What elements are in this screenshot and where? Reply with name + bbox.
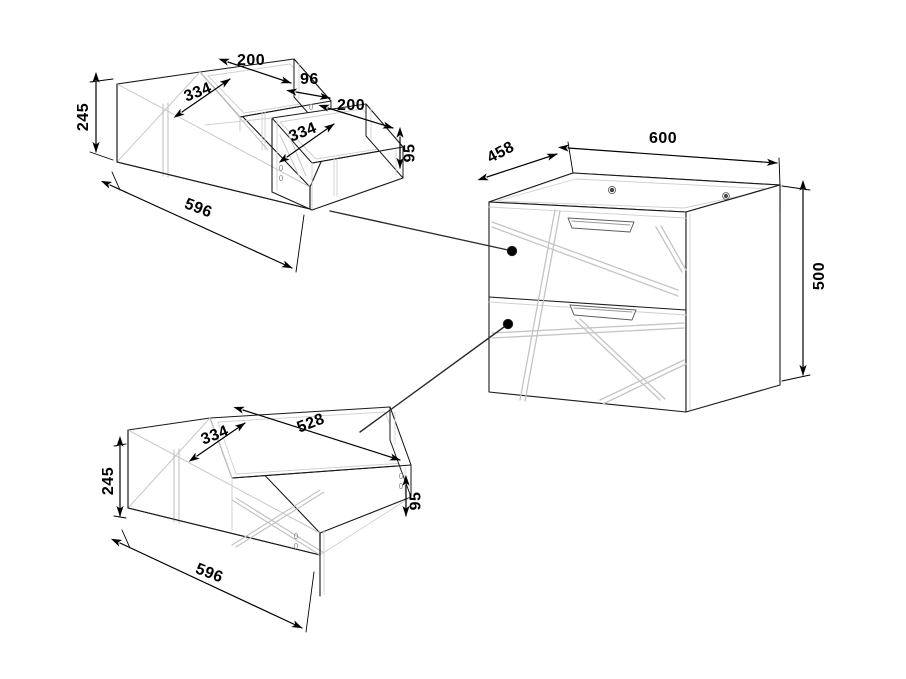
lower-drawer-assembly-geometry	[127, 406, 412, 597]
dim-label-200-upper-a: 200	[237, 52, 266, 69]
dim-label-245-lower: 245	[100, 466, 118, 496]
drawer-handle-upper	[567, 217, 635, 233]
dim-label-200-upper-b: 200	[337, 97, 366, 114]
main-cabinet-geometry	[488, 172, 781, 413]
leader-dot-lower	[502, 318, 514, 330]
leader-dot-upper	[506, 245, 518, 257]
dim-label-500-cabinet: 500	[811, 261, 829, 291]
dim-label-95-lower: 95	[407, 491, 425, 511]
dimension-lines	[89, 58, 811, 633]
dim-label-245-upper: 245	[75, 102, 93, 132]
drawer-handle-lower	[569, 304, 637, 321]
cam-screw-icon	[607, 185, 617, 195]
dim-label-95-upper: 95	[401, 143, 419, 163]
cam-screw-icon	[722, 192, 730, 200]
upper-drawer-assembly-geometry	[116, 58, 404, 211]
dim-label-600-cabinet: 600	[649, 130, 678, 147]
dim-label-96-upper: 96	[300, 71, 319, 88]
